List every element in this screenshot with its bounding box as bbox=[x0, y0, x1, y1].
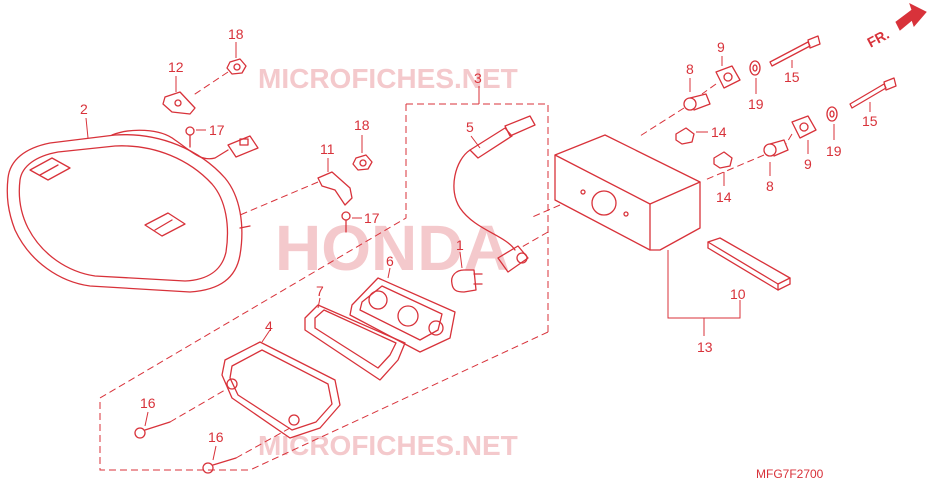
callout-15-lower: 15 bbox=[862, 113, 878, 129]
nut-part-14-upper bbox=[675, 127, 708, 145]
callout-9-lower: 9 bbox=[804, 156, 812, 172]
socket-part-5 bbox=[453, 115, 536, 273]
screw-part-16-upper bbox=[134, 389, 226, 439]
callout-numbers: 1 2 3 4 5 6 7 8 8 9 9 10 11 12 13 14 14 … bbox=[80, 26, 878, 445]
diagram-code: MFG7F2700 bbox=[756, 467, 824, 481]
lens-wiring-harness bbox=[111, 129, 259, 160]
bolt-part-15-lower bbox=[849, 77, 897, 112]
direction-label: FR. bbox=[864, 26, 891, 51]
callout-2: 2 bbox=[80, 101, 88, 117]
callout-17-lower: 17 bbox=[364, 210, 380, 226]
grommet-part-9-upper bbox=[701, 56, 741, 95]
nut-part-18-right bbox=[352, 135, 373, 171]
callout-8-upper: 8 bbox=[686, 61, 694, 77]
callout-3: 3 bbox=[474, 70, 482, 86]
callout-5: 5 bbox=[466, 119, 474, 135]
grommet-part-9-lower bbox=[785, 115, 817, 154]
spacer-part-8-upper bbox=[639, 78, 711, 137]
callout-15-upper: 15 bbox=[784, 69, 800, 85]
nut-part-14-lower bbox=[713, 151, 733, 186]
bracket-part-11 bbox=[239, 158, 353, 216]
callout-11: 11 bbox=[320, 141, 335, 157]
callout-19-upper: 19 bbox=[748, 96, 764, 112]
assembly-bracket-13 bbox=[667, 250, 741, 336]
rear-cover-assembly-13 bbox=[519, 134, 701, 251]
screw-part-17-upper bbox=[185, 126, 206, 148]
callout-18-left: 18 bbox=[228, 26, 244, 42]
gasket-part-7 bbox=[304, 297, 406, 381]
spacer-part-8-lower bbox=[704, 139, 789, 181]
nut-part-18-left bbox=[191, 42, 247, 97]
callout-12: 12 bbox=[168, 59, 184, 75]
callout-17-upper: 17 bbox=[209, 122, 225, 138]
callout-6: 6 bbox=[386, 253, 394, 269]
lens-cover-part-4 bbox=[221, 329, 341, 439]
bulb-part-1 bbox=[450, 251, 483, 293]
callout-10: 10 bbox=[730, 286, 746, 302]
front-direction-arrow-icon: FR. bbox=[864, 3, 927, 51]
callout-16-upper: 16 bbox=[140, 395, 156, 411]
seal-strip-part-10 bbox=[707, 237, 791, 291]
callout-16-lower: 16 bbox=[208, 429, 224, 445]
callout-18-right: 18 bbox=[354, 117, 370, 133]
assembly-box-3 bbox=[99, 103, 549, 471]
watermark-bottom: MICROFICHES.NET bbox=[258, 430, 518, 461]
bolt-part-15-upper bbox=[769, 35, 821, 68]
callout-14-upper: 14 bbox=[711, 124, 727, 140]
callout-14-lower: 14 bbox=[716, 189, 732, 205]
housing-part-6 bbox=[349, 267, 456, 353]
callout-9-upper: 9 bbox=[717, 39, 725, 55]
washer-part-19-upper bbox=[749, 60, 761, 94]
callout-7: 7 bbox=[316, 283, 324, 299]
watermark-top: MICROFICHES.NET bbox=[258, 63, 518, 94]
callout-4: 4 bbox=[265, 318, 273, 334]
tail-light-lens-part-2 bbox=[6, 117, 251, 293]
callout-13: 13 bbox=[697, 339, 713, 355]
screw-part-16-lower bbox=[202, 427, 291, 474]
callout-19-lower: 19 bbox=[826, 143, 842, 159]
clip-part-12 bbox=[162, 76, 196, 115]
callout-1: 1 bbox=[456, 237, 464, 253]
screw-part-17-lower bbox=[341, 211, 362, 233]
callout-8-lower: 8 bbox=[766, 178, 774, 194]
washer-part-19-lower bbox=[826, 106, 838, 140]
